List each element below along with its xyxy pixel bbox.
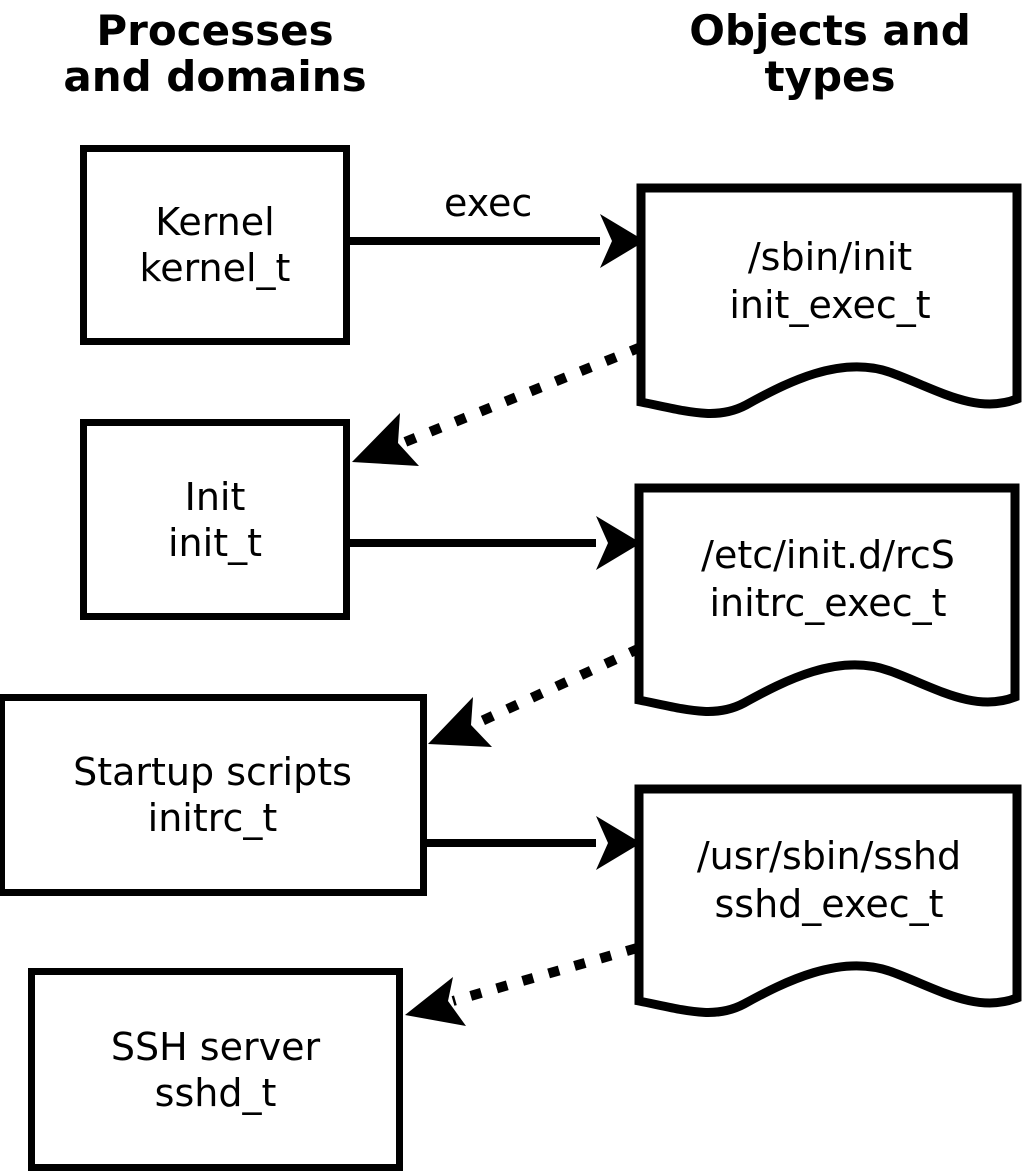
edge-init-exec-initrc-exec	[348, 516, 641, 570]
edge-initrc-exec-sshd-exec	[425, 816, 641, 870]
process-box-kernel-type: kernel_t	[139, 246, 291, 290]
object-box-sshd-exec[interactable]: /usr/sbin/sshd sshd_exec_t	[634, 784, 1024, 1027]
process-box-ssh-server-type: sshd_t	[154, 1070, 277, 1115]
edge-initrc-exec-transition-initrc	[428, 643, 643, 747]
document-shape-outline	[634, 483, 1020, 716]
object-box-init-exec[interactable]: /sbin/init init_exec_t	[636, 183, 1024, 428]
arrowhead-icon	[428, 697, 492, 747]
arrowhead-icon	[405, 977, 466, 1026]
column-header-objects: Objects and types	[689, 6, 971, 101]
process-box-kernel[interactable]: Kernel kernel_t	[80, 145, 350, 345]
process-box-ssh-server-name: SSH server	[110, 1024, 321, 1069]
object-box-initrc-exec[interactable]: /etc/init.d/rcS initrc_exec_t	[634, 483, 1022, 726]
column-header-processes: Processes and domains	[63, 6, 367, 101]
process-box-kernel-name: Kernel	[155, 200, 275, 244]
edge-init-exec-transition-init	[352, 342, 643, 466]
process-box-ssh-server[interactable]: SSH server sshd_t	[28, 968, 403, 1171]
edge-line-dotted	[398, 342, 643, 449]
process-box-startup-scripts[interactable]: Startup scripts initrc_t	[0, 694, 427, 896]
process-box-init[interactable]: Init init_t	[80, 419, 350, 620]
edge-sshd-exec-transition-sshd	[405, 943, 639, 1026]
document-shape-outline	[636, 183, 1022, 418]
edge-line-dotted	[451, 943, 639, 1006]
process-box-init-name: Init	[184, 474, 246, 519]
document-shape-outline	[634, 784, 1022, 1017]
edge-line-dotted	[470, 643, 643, 730]
process-box-init-type: init_t	[168, 520, 262, 565]
process-box-startup-scripts-type: initrc_t	[147, 796, 278, 840]
arrowhead-icon	[352, 413, 419, 466]
edge-label-exec: exec	[444, 181, 533, 225]
process-box-startup-scripts-name: Startup scripts	[73, 750, 352, 794]
